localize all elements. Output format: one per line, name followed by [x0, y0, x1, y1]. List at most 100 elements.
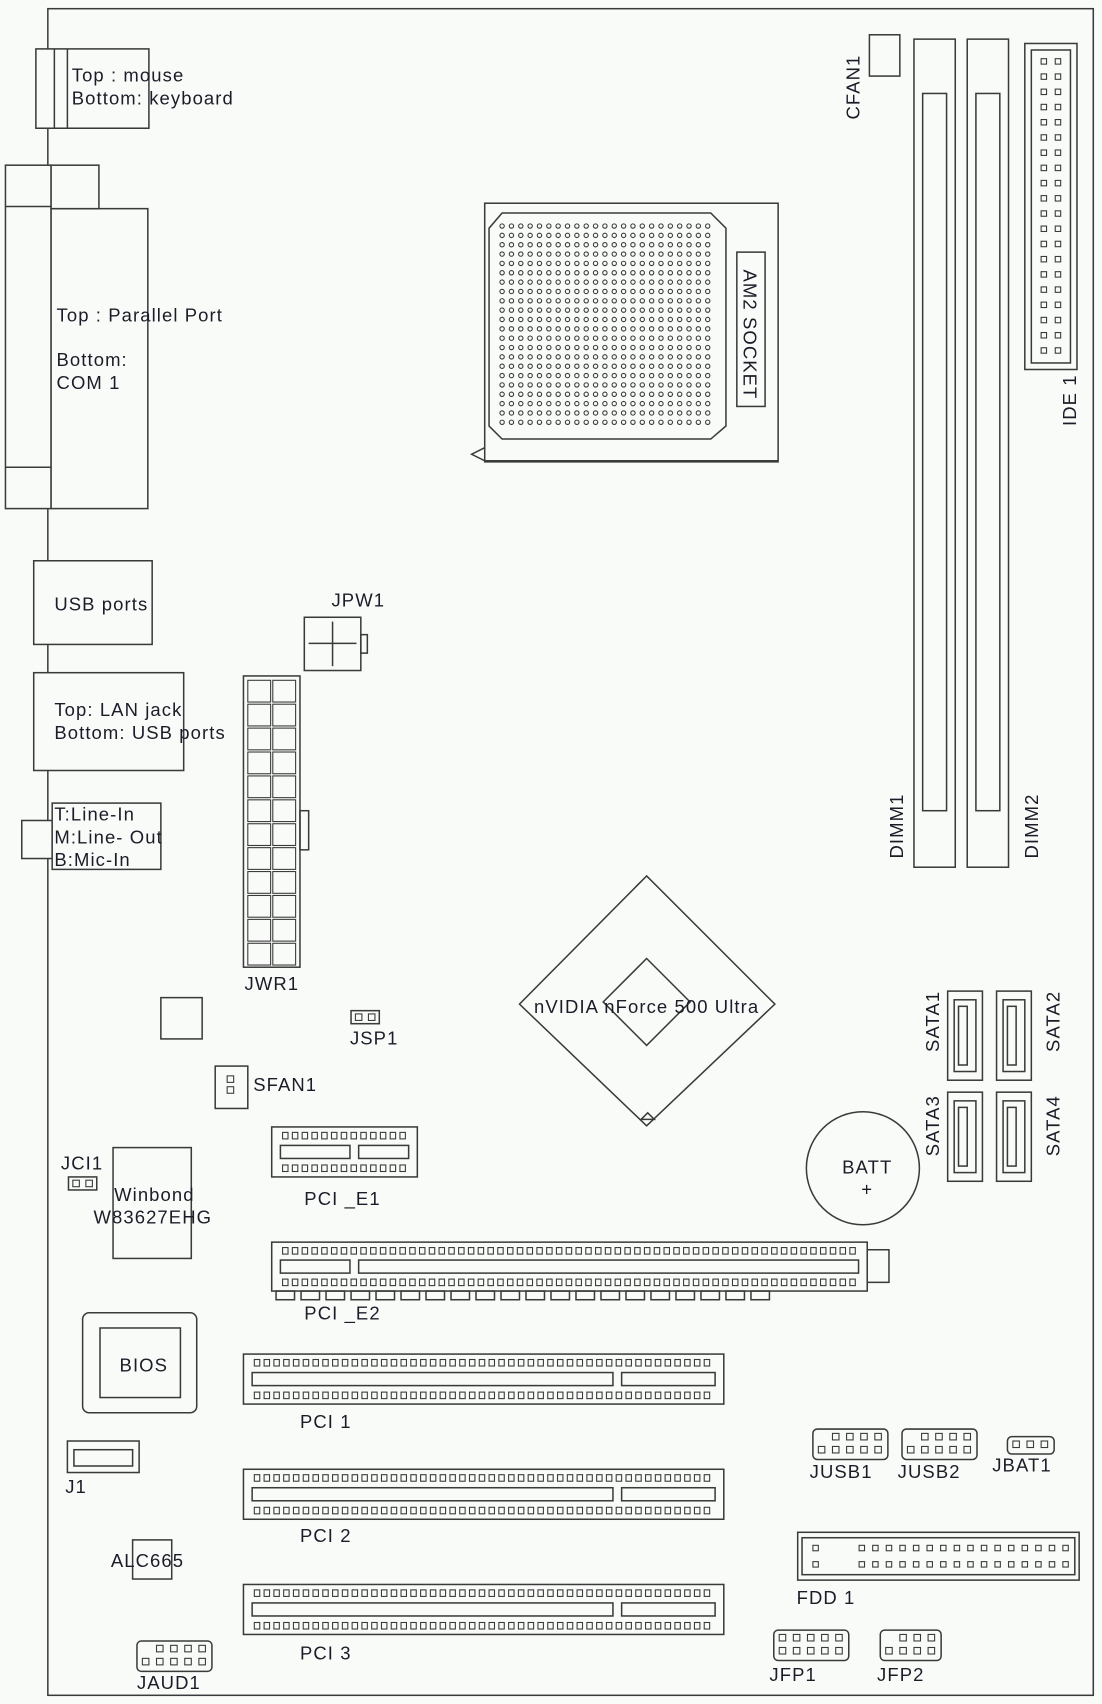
cpu-pin — [574, 391, 580, 397]
cpu-pin — [639, 270, 646, 276]
cpu-pin — [574, 326, 580, 332]
cpu-pin — [508, 335, 515, 341]
slot-pin — [312, 1391, 319, 1400]
cpu-pin — [592, 363, 599, 369]
slot-pin — [351, 1358, 359, 1367]
cpu-pin — [620, 223, 627, 229]
slot-pin — [371, 1391, 378, 1400]
cpu-pin — [564, 232, 571, 239]
pci3-slot — [242, 1583, 725, 1636]
cpu-pin — [676, 391, 683, 397]
fdd-pin — [858, 1561, 866, 1568]
jwr1-pin — [247, 775, 272, 799]
slot-pin — [684, 1506, 691, 1515]
slot-pin — [459, 1621, 466, 1630]
slot-pin — [712, 1278, 719, 1287]
slot-pin — [829, 1247, 837, 1255]
cpu-pin — [704, 391, 711, 397]
cpu-pin — [648, 223, 655, 229]
ide-pin — [1040, 195, 1048, 202]
cpu-pin — [648, 326, 655, 332]
cpu-pin — [620, 354, 627, 360]
jwr1-pin — [247, 799, 272, 823]
cpu-pin — [555, 326, 561, 332]
lan-bottom-label: Bottom: USB ports — [54, 722, 225, 743]
fdd-pin — [858, 1544, 866, 1552]
slot-pin — [615, 1391, 623, 1400]
slot-pin — [586, 1506, 593, 1515]
cpu-pin — [546, 354, 552, 360]
cpu-pin — [676, 410, 683, 416]
jfp1-label: JFP1 — [769, 1664, 816, 1685]
jfp2-label: JFP2 — [877, 1664, 924, 1685]
slot-pin — [420, 1621, 427, 1630]
slot-pin — [839, 1278, 847, 1287]
cpu-pin — [602, 326, 608, 332]
slot-pin — [780, 1278, 788, 1287]
slot-pin — [624, 1278, 631, 1287]
cpu-pin — [508, 410, 515, 416]
cpu-pin — [630, 316, 636, 323]
header-pin — [885, 1646, 893, 1655]
header-pin — [949, 1445, 957, 1454]
slot-pin — [467, 1278, 475, 1287]
cpu-pin — [676, 363, 683, 369]
slot-pin — [291, 1278, 299, 1287]
cpu-pin — [611, 251, 617, 257]
slot-pin — [596, 1621, 603, 1630]
cpu-pin — [639, 410, 646, 416]
battery — [805, 1110, 921, 1226]
cpu-pin — [564, 298, 571, 304]
slot-pin — [399, 1247, 406, 1255]
cpu-pin — [620, 260, 627, 267]
cpu-pin — [527, 260, 533, 267]
slot-pin — [390, 1358, 398, 1367]
cpu-pin — [546, 316, 552, 323]
jwr1-pin — [247, 727, 272, 751]
cpu-pin — [639, 400, 646, 407]
cpu-pin — [704, 307, 711, 313]
cpu-pin — [574, 260, 580, 267]
cpu-pin — [611, 232, 617, 239]
slot-pin — [684, 1391, 691, 1400]
cpu-socket-label: AM2 SOCKET — [739, 270, 760, 400]
fdd-pin — [1048, 1561, 1056, 1568]
slot-pin — [418, 1247, 426, 1255]
cpu-pin — [518, 279, 524, 285]
fdd-pin — [1007, 1544, 1015, 1552]
cpu-pin — [499, 242, 505, 248]
fdd-pin — [980, 1544, 988, 1552]
cpu-pin — [686, 232, 692, 239]
slot-pin — [341, 1506, 349, 1515]
header-pin — [831, 1432, 840, 1441]
slot-pin — [253, 1506, 261, 1515]
pcie2-contact — [325, 1290, 346, 1301]
slot-pin — [283, 1621, 290, 1630]
cpu-pin — [508, 419, 515, 426]
cpu-pin — [704, 316, 711, 323]
cpu-pin — [583, 354, 589, 360]
cpu-pin — [686, 344, 692, 351]
cpu-pin — [676, 260, 683, 267]
slot-pin — [566, 1391, 574, 1400]
pcie2-latch — [866, 1248, 890, 1284]
slot-pin — [702, 1278, 710, 1287]
cpu-pin — [630, 270, 636, 276]
slot-pin — [625, 1358, 632, 1367]
cpu-pin — [602, 288, 608, 295]
jwr1-pin — [272, 751, 297, 775]
slot-pin — [410, 1474, 417, 1482]
slot-pin — [351, 1506, 359, 1515]
cpu-pin — [499, 419, 505, 426]
cpu-pin — [527, 316, 533, 323]
cpu-pin — [676, 326, 683, 332]
fdd-pin — [872, 1561, 879, 1568]
cpu-pin — [564, 316, 571, 323]
cpu-pin — [564, 251, 571, 257]
cpu-pin — [695, 270, 702, 276]
slot-pin — [370, 1131, 377, 1140]
cpu-pin — [620, 270, 627, 276]
cpu-pin — [555, 270, 561, 276]
slot-pin — [292, 1391, 300, 1400]
ide-pin — [1040, 210, 1048, 217]
